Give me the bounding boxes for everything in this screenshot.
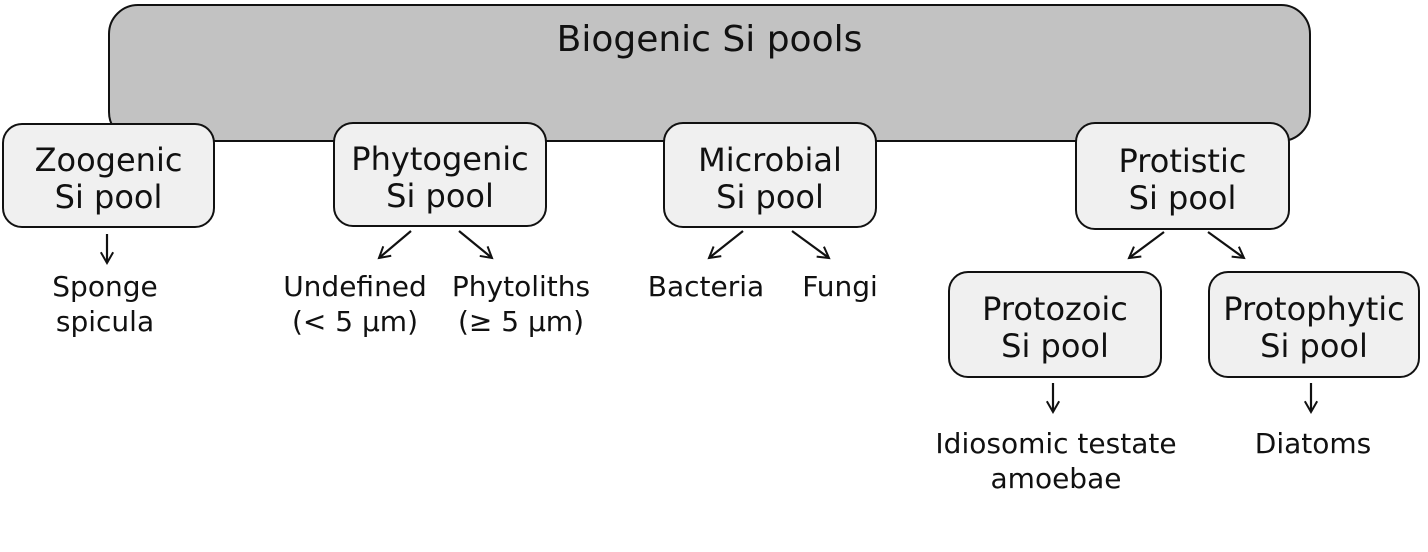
leaf-label-line: Undefined (283, 270, 427, 303)
node-protistic-si-pool: Protistic Si pool (1075, 122, 1290, 230)
label-fungi: Fungi (802, 269, 878, 304)
node-label-line: Si pool (1260, 327, 1368, 365)
node-label-line: Protistic (1118, 141, 1247, 180)
root-node-label: Biogenic Si pools (556, 19, 863, 60)
node-label-line: Protophytic (1223, 290, 1405, 328)
node-protozoic-si-pool: Protozoic Si pool (948, 271, 1162, 378)
node-microbial-si-pool: Microbial Si pool (663, 122, 877, 228)
label-diatoms: Diatoms (1255, 426, 1371, 461)
label-idiosomic-testate-amoebae: Idiosomic testate amoebae (935, 426, 1176, 496)
leaf-label-line: (≥ 5 μm) (457, 305, 584, 338)
leaf-label-line: Idiosomic testate (935, 427, 1177, 460)
leaf-label-line: spicula (55, 305, 155, 338)
leaf-label-line: amoebae (990, 462, 1122, 495)
node-label-line: Protozoic (982, 290, 1128, 328)
node-label-line: Si pool (716, 177, 824, 216)
leaf-label-line: Fungi (802, 270, 878, 303)
node-label-line: Si pool (1001, 327, 1109, 365)
arrow-protistic-to-protozoic (1127, 231, 1165, 260)
leaf-label-line: Bacteria (647, 270, 765, 303)
node-label-line: Si pool (386, 177, 494, 215)
label-undefined-lt-5um: Undefined (< 5 μm) (283, 269, 427, 339)
node-label-line: Si pool (1128, 178, 1237, 217)
arrow-microbial-to-fungi (791, 230, 831, 260)
node-biogenic-si-pools: Biogenic Si pools (108, 4, 1311, 142)
node-protophytic-si-pool: Protophytic Si pool (1208, 271, 1420, 378)
arrow-microbial-to-bacteria (707, 230, 744, 260)
arrow-phytogenic-to-phytoliths (458, 230, 494, 260)
leaf-label-line: Phytoliths (451, 270, 591, 303)
arrow-protistic-to-protophytic (1207, 231, 1246, 260)
node-zoogenic-si-pool: Zoogenic Si pool (2, 123, 215, 228)
label-sponge-spicula: Sponge spicula (52, 269, 157, 339)
arrow-phytogenic-to-undefined (377, 230, 412, 260)
label-bacteria: Bacteria (648, 269, 764, 304)
leaf-label-line: Sponge (52, 270, 158, 303)
node-label-line: Zoogenic (34, 141, 183, 179)
node-label-line: Phytogenic (351, 140, 529, 178)
node-label-line: Si pool (54, 178, 163, 216)
leaf-label-line: (< 5 μm) (291, 305, 418, 338)
leaf-label-line: Diatoms (1254, 427, 1372, 460)
node-phytogenic-si-pool: Phytogenic Si pool (333, 122, 547, 227)
label-phytoliths-ge-5um: Phytoliths (≥ 5 μm) (452, 269, 590, 339)
node-label-line: Microbial (698, 140, 842, 179)
